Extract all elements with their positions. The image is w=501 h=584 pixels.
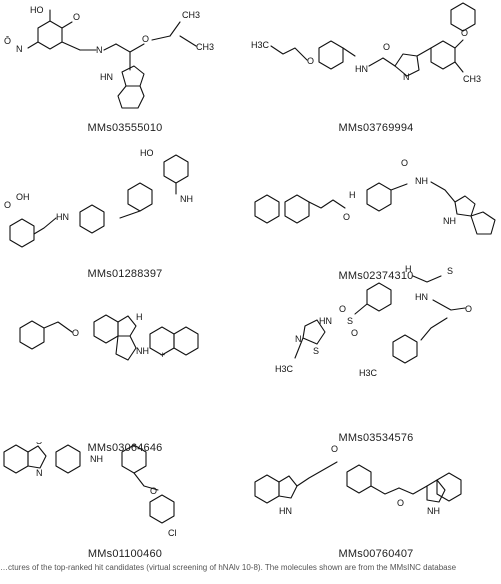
svg-text:H: H <box>136 312 143 322</box>
compound-id: MMs00760407 <box>338 548 414 560</box>
svg-text:CH3: CH3 <box>196 42 214 52</box>
compound-id: MMs03534576 <box>338 432 414 444</box>
compound-id: MMs03769994 <box>338 122 414 134</box>
compound-panel-2: H3C O HN O N O CH3 MMs03769994 <box>251 0 501 142</box>
svg-text:CH3: CH3 <box>463 74 481 84</box>
svg-text:S: S <box>36 442 42 446</box>
svg-text:NH: NH <box>427 506 440 516</box>
structure-mms03064646: O H NH + <box>19 312 199 361</box>
structure-mms03769994: H3C O HN O N O CH3 <box>251 2 481 84</box>
compound-panel-7: S N NH O Cl MMs01100460 <box>0 442 250 584</box>
svg-text:H3C: H3C <box>251 40 270 50</box>
svg-text:O: O <box>351 328 358 338</box>
compound-panel-8: HN O O NH MMs00760407 <box>251 442 501 584</box>
svg-text:HN: HN <box>100 72 113 82</box>
svg-text:N: N <box>36 468 43 478</box>
figure-caption: …ctures of the top-ranked hit candidates… <box>0 563 457 572</box>
svg-text:H3C: H3C <box>275 364 294 374</box>
svg-text:NH: NH <box>90 454 103 464</box>
structure-mms02374310: O H O NH NH <box>254 158 496 235</box>
compound-panel-5: O H NH + MMs03064646 <box>0 292 250 454</box>
svg-text:O: O <box>465 304 472 314</box>
compound-panel-4: O H O NH NH MMs02374310 <box>251 142 501 284</box>
atom-label-ho: HO <box>30 5 44 15</box>
structure-mms01100460: S N NH O Cl <box>3 442 177 538</box>
svg-text:NH: NH <box>443 216 456 226</box>
svg-text:O: O <box>4 200 11 210</box>
svg-text:HN: HN <box>279 506 292 516</box>
structure-mms03534576: H S HN O S O O HN N S H3C H3C <box>275 264 472 378</box>
structure-mms03555010: HO O N Ō N O CH3 CH3 HN <box>4 5 214 109</box>
compound-panel-6: H S HN O S O O HN N S H3C H3C MMs0353457… <box>251 262 501 444</box>
svg-text:O: O <box>307 56 314 66</box>
svg-text:N: N <box>403 72 410 82</box>
svg-text:O: O <box>73 12 80 22</box>
svg-text:HO: HO <box>140 148 154 158</box>
svg-text:O: O <box>343 212 350 222</box>
svg-text:HN: HN <box>56 212 69 222</box>
svg-text:Cl: Cl <box>168 528 177 538</box>
svg-text:O: O <box>383 42 390 52</box>
structure-mms01288397: HO NH HN O OH <box>4 148 193 248</box>
svg-text:S: S <box>347 316 353 326</box>
svg-text:H3C: H3C <box>359 368 378 378</box>
compound-panel-1: HO O N Ō N O CH3 CH3 HN MMs03555010 <box>0 0 250 142</box>
svg-text:O: O <box>401 158 408 168</box>
svg-text:Ō: Ō <box>4 36 11 46</box>
svg-text:O: O <box>461 28 468 38</box>
svg-text:O: O <box>150 486 157 496</box>
compound-id: MMs01100460 <box>87 548 163 560</box>
svg-text:CH3: CH3 <box>182 10 200 20</box>
svg-text:H: H <box>405 264 412 274</box>
svg-text:HN: HN <box>415 292 428 302</box>
svg-text:S: S <box>447 266 453 276</box>
svg-text:NH: NH <box>136 346 149 356</box>
compound-panel-3: HO NH HN O OH MMs01288397 <box>0 142 250 284</box>
svg-text:O: O <box>339 304 346 314</box>
svg-text:H: H <box>349 190 356 200</box>
svg-text:O: O <box>397 498 404 508</box>
compound-id: MMs01288397 <box>87 268 163 280</box>
structure-mms00760407: HN O O NH <box>254 444 462 516</box>
svg-text:NH: NH <box>415 176 428 186</box>
svg-text:HN: HN <box>319 316 332 326</box>
compound-id: MMs02374310 <box>338 270 414 282</box>
svg-text:O: O <box>72 328 79 338</box>
svg-text:NH: NH <box>180 194 193 204</box>
compound-id: MMs03555010 <box>87 122 163 134</box>
svg-text:O: O <box>331 444 338 454</box>
svg-text:O: O <box>142 34 149 44</box>
svg-text:N: N <box>295 334 302 344</box>
svg-text:S: S <box>313 346 319 356</box>
svg-text:OH: OH <box>16 192 30 202</box>
svg-text:N: N <box>96 45 103 55</box>
svg-text:HN: HN <box>355 64 368 74</box>
svg-text:N: N <box>16 44 23 54</box>
